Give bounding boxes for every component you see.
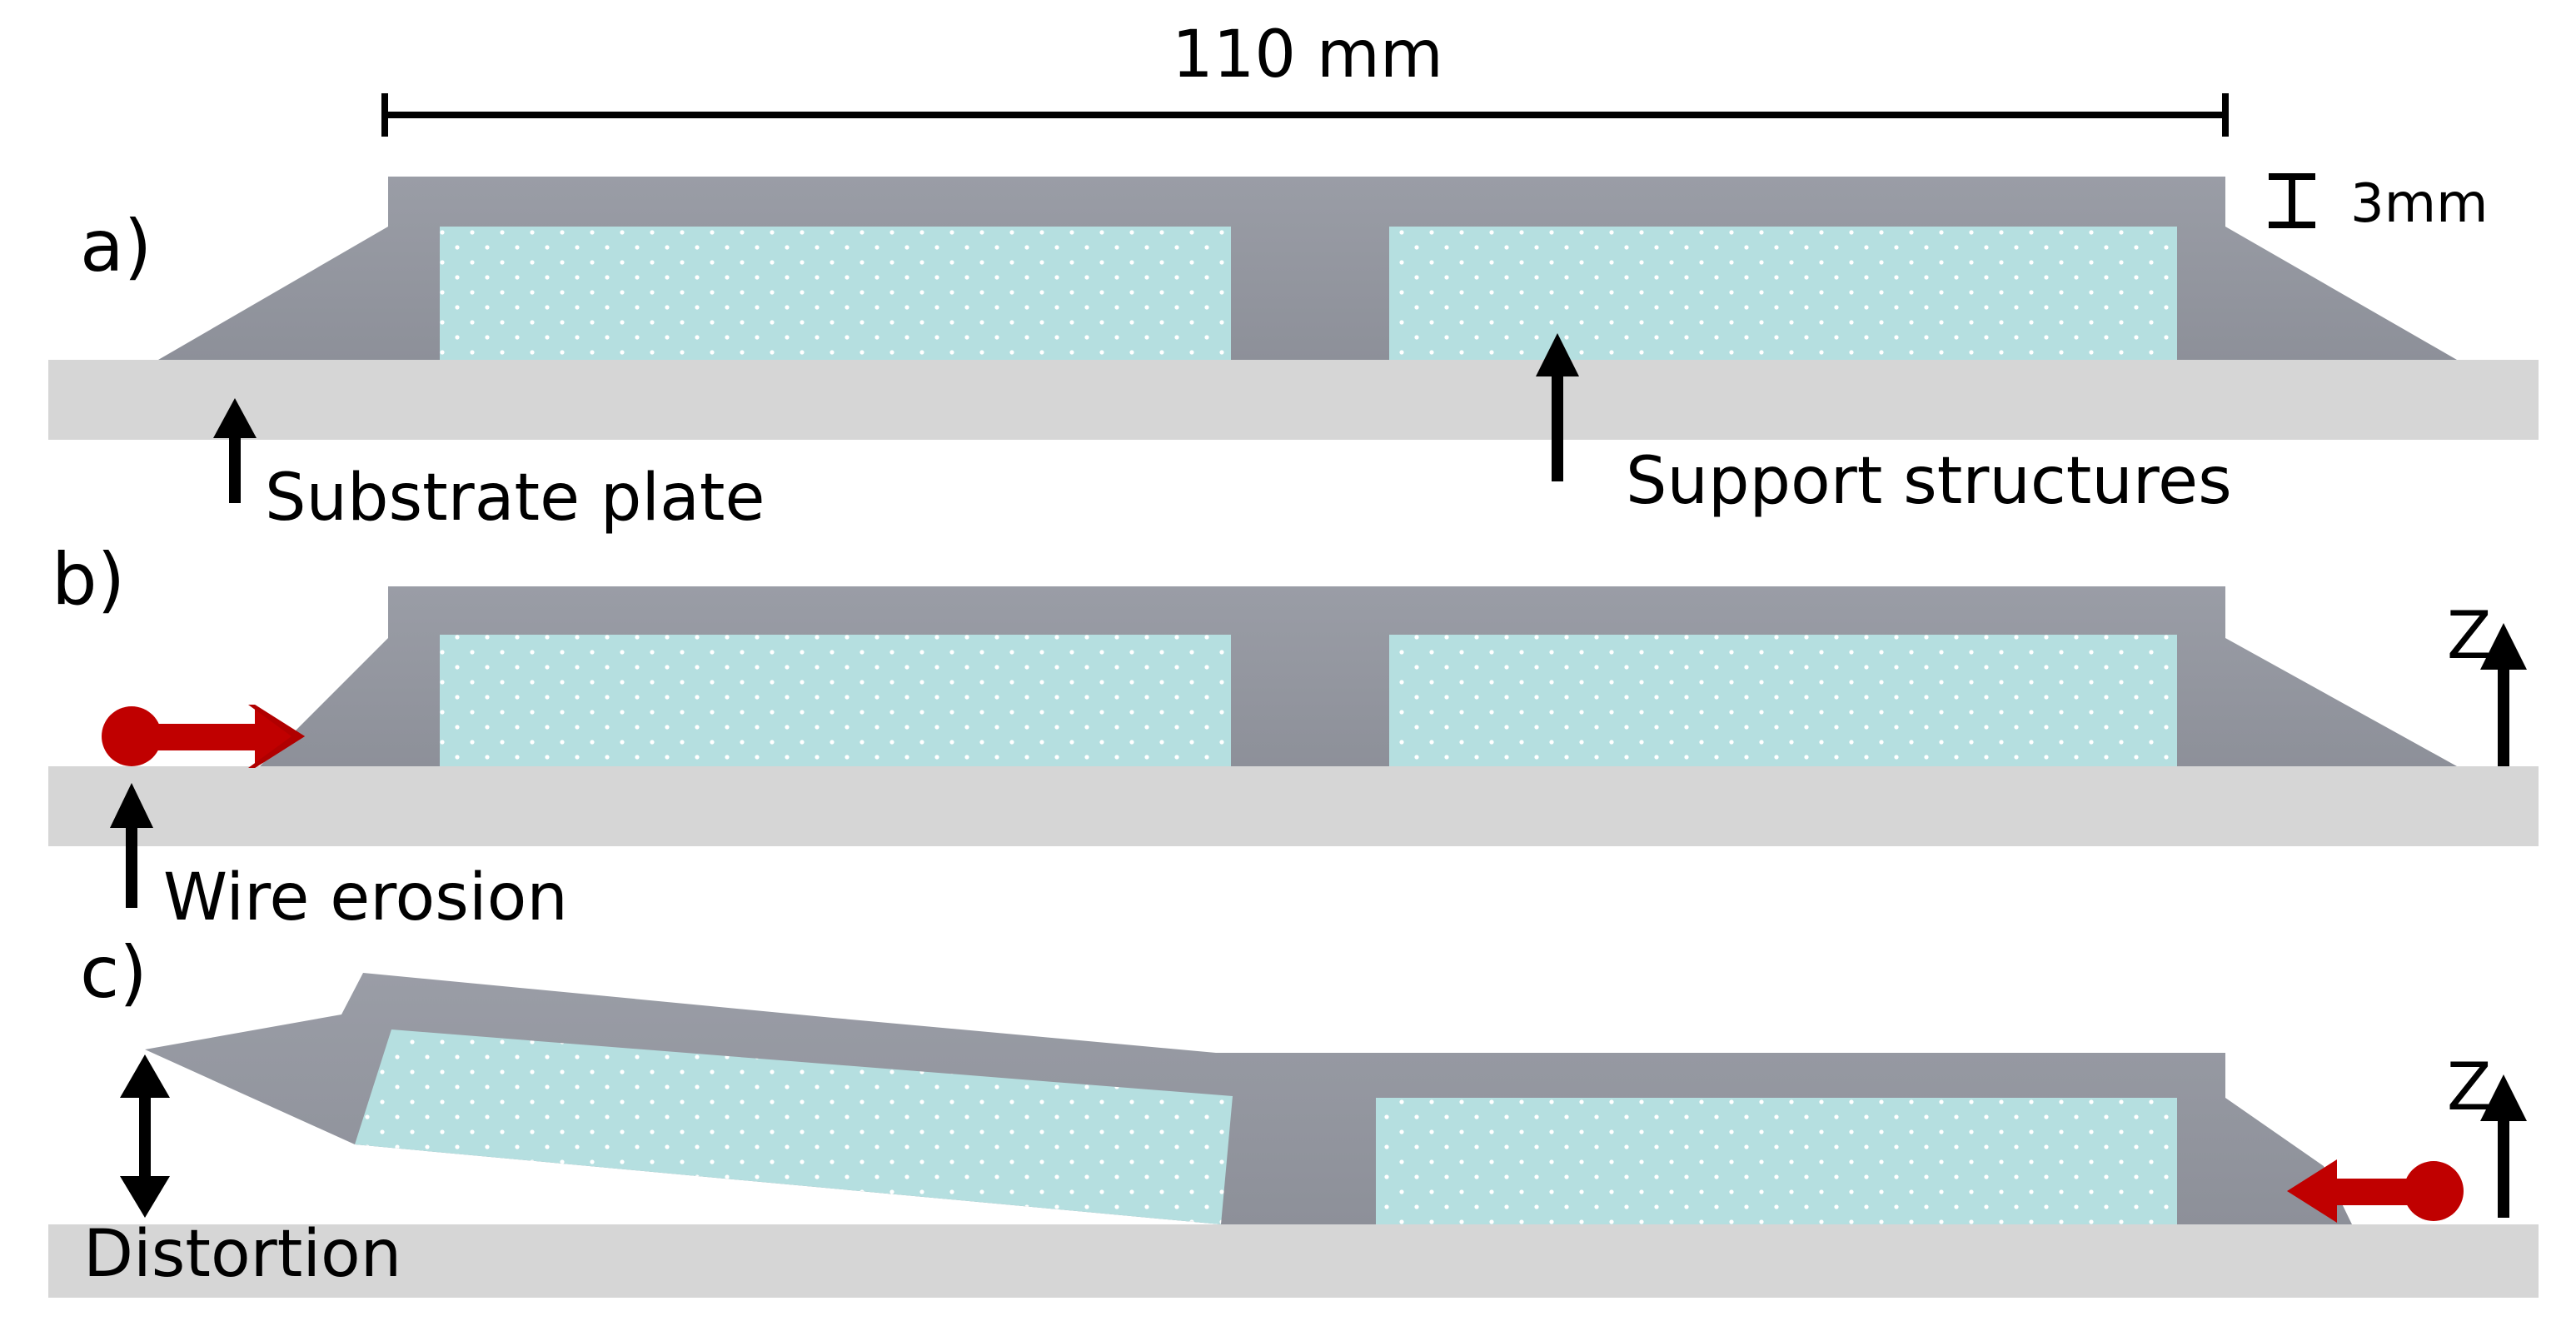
support-structure-b-right bbox=[1389, 635, 2177, 766]
z-axis-c: Z bbox=[2447, 1050, 2527, 1218]
panel-c: c) Distortion Z bbox=[48, 931, 2539, 1298]
support-structure-a-left bbox=[440, 227, 1231, 360]
wire-erosion-arrow-c bbox=[2287, 1159, 2464, 1223]
support-structure-c-left bbox=[355, 1029, 1233, 1224]
support-structure-b-left bbox=[440, 635, 1231, 766]
support-structure-a-right bbox=[1389, 227, 2177, 360]
thickness-dimension: 3mm bbox=[2269, 173, 2488, 235]
wire-erosion-label: Wire erosion bbox=[163, 860, 568, 935]
panel-a-label: a) bbox=[80, 205, 152, 288]
substrate-plate-b bbox=[48, 766, 2539, 846]
z-axis-b-label: Z bbox=[2447, 599, 2491, 674]
length-dimension: 110 mm bbox=[381, 17, 2229, 137]
wire-erosion-arrow-b bbox=[102, 705, 305, 768]
substrate-plate-label: Substrate plate bbox=[265, 461, 765, 536]
distortion-arrow bbox=[120, 1054, 170, 1218]
support-structure-c-right bbox=[1376, 1098, 2177, 1224]
substrate-plate-c bbox=[48, 1224, 2539, 1298]
thickness-label: 3mm bbox=[2350, 173, 2488, 235]
panel-c-label: c) bbox=[80, 931, 147, 1014]
distortion-label: Distortion bbox=[83, 1217, 401, 1292]
support-arrow bbox=[1536, 333, 1579, 481]
wire-erosion-pointer bbox=[110, 783, 153, 908]
substrate-plate-a bbox=[48, 360, 2539, 440]
support-structures-label: Support structures bbox=[1626, 444, 2232, 519]
panel-b: b) Z Wire erosion bbox=[48, 538, 2539, 935]
length-label: 110 mm bbox=[1172, 17, 1443, 92]
panel-a: a) 3mm Substrate plate Support structure… bbox=[48, 173, 2539, 536]
panel-b-label: b) bbox=[52, 538, 125, 621]
substrate-arrow bbox=[213, 398, 257, 503]
z-axis-b: Z bbox=[2447, 599, 2527, 766]
z-axis-c-label: Z bbox=[2447, 1050, 2491, 1125]
